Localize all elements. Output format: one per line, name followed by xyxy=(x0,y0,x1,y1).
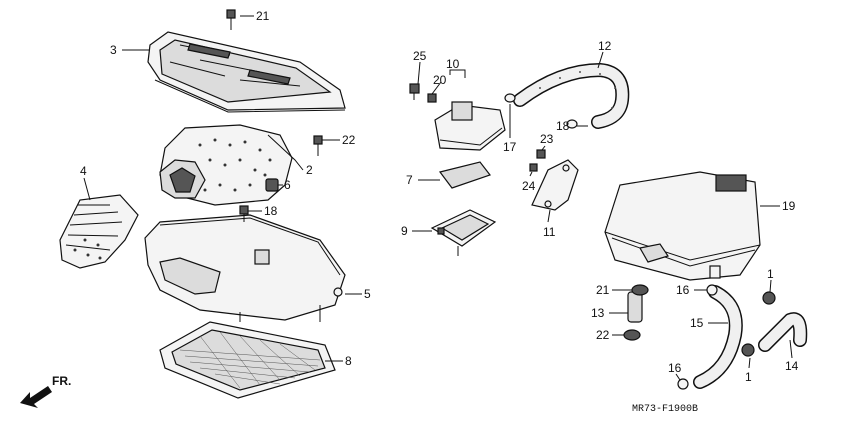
callout-15: 15 xyxy=(690,316,704,330)
callout-18: 18 xyxy=(556,119,570,133)
filter-pad xyxy=(438,161,491,189)
callout-8: 8 xyxy=(345,354,352,368)
bracket xyxy=(531,159,579,211)
breather-body xyxy=(434,101,506,151)
callout-14: 14 xyxy=(785,359,799,373)
callout-6: 6 xyxy=(284,178,291,192)
leader-lines xyxy=(83,15,793,381)
callout-10: 10 xyxy=(446,57,460,71)
bolt-25 xyxy=(409,83,420,100)
washer-16-lower xyxy=(677,378,689,390)
bottom-screen xyxy=(159,321,336,399)
callouts: 21 3 22 2 6 4 18 5 8 25 10 20 7 9 17 18 … xyxy=(52,9,799,415)
air-filter-element xyxy=(159,124,293,206)
callout-5: 5 xyxy=(364,287,371,301)
callout-23: 24 xyxy=(522,179,536,193)
callout-12: 12 xyxy=(598,39,612,53)
bolt-24-right xyxy=(313,135,323,156)
air-cleaner-case xyxy=(144,214,346,322)
callout-11: 11 xyxy=(543,225,556,239)
bolt-23 xyxy=(529,163,538,172)
nut-20 xyxy=(427,93,437,103)
washer-16-upper xyxy=(706,284,718,296)
callout-16: 16 xyxy=(676,283,690,297)
breather-cap xyxy=(430,209,497,256)
callout-17: 19 xyxy=(782,199,796,213)
callout-25: 25 xyxy=(413,49,427,63)
figure-code: MR73-F1900B xyxy=(632,404,698,415)
callout-1: 1 xyxy=(745,370,752,384)
clamp-1-upper xyxy=(762,291,776,305)
callout-3: 3 xyxy=(110,43,117,57)
clamp-21-upper xyxy=(631,284,649,296)
hose-15 xyxy=(693,285,743,389)
front-direction-label: FR. xyxy=(52,374,71,388)
callout-24: 22 xyxy=(342,133,356,147)
callout-20: 20 xyxy=(433,73,447,87)
clamp-21-lower xyxy=(623,329,641,341)
bolt-19 xyxy=(239,205,249,222)
callout-24: 21 xyxy=(256,9,270,23)
callout-16: 16 xyxy=(668,361,682,375)
callout-13: 13 xyxy=(591,306,605,320)
callout-4: 4 xyxy=(80,164,87,178)
bolt-22 xyxy=(536,149,546,159)
callout-2: 2 xyxy=(306,163,313,177)
hose-14 xyxy=(758,312,808,352)
callout-7: 7 xyxy=(406,173,413,187)
intake-duct xyxy=(59,194,139,269)
callout-21: 22 xyxy=(596,328,610,342)
callout-9: 9 xyxy=(401,224,408,238)
front-direction-arrow xyxy=(20,386,52,408)
grommet-6 xyxy=(265,178,279,192)
callout-21: 21 xyxy=(596,283,610,297)
bolt-24-top xyxy=(226,9,236,30)
hose-13 xyxy=(627,291,643,323)
clip-18-left xyxy=(504,93,516,103)
clamp-1-lower xyxy=(741,343,755,357)
callout-22: 23 xyxy=(540,132,554,146)
clip-18-right xyxy=(566,119,578,129)
reservoir-tank xyxy=(604,171,761,281)
air-cleaner-cover xyxy=(147,31,346,113)
callout-18: 17 xyxy=(503,140,517,154)
callout-1: 1 xyxy=(767,267,774,281)
breather-hose-upper xyxy=(513,62,630,129)
callout-19: 18 xyxy=(264,204,278,218)
